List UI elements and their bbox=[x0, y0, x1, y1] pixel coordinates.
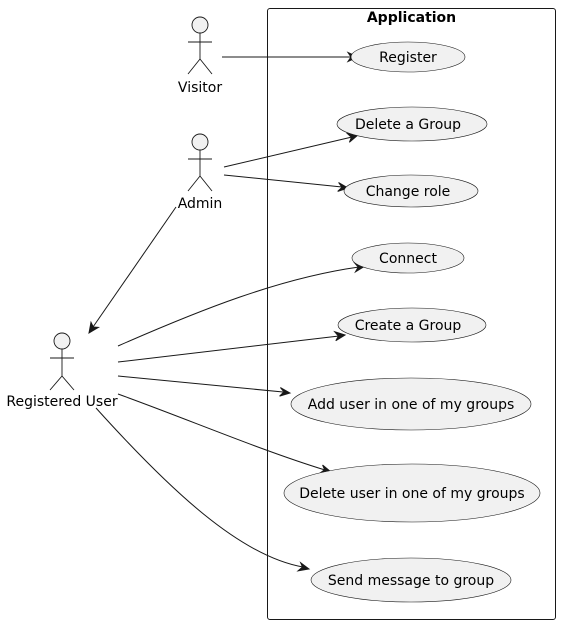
actor-registered-user[interactable]: Registered User bbox=[6, 332, 118, 410]
actor-registered-user-head bbox=[53, 332, 71, 350]
link-user-connect bbox=[117, 266, 360, 347]
actors: Visitor Admin Registered User bbox=[6, 16, 223, 410]
arrow-user-create-group bbox=[333, 330, 347, 342]
usecase-add-user-label: Add user in one of my groups bbox=[308, 397, 515, 413]
arrow-admin-change-role bbox=[337, 182, 350, 192]
actor-visitor[interactable]: Visitor bbox=[178, 16, 222, 96]
actor-admin-head bbox=[191, 133, 209, 151]
link-user-delete-user bbox=[117, 393, 326, 471]
actor-visitor-head bbox=[191, 16, 209, 34]
usecase-delete-user[interactable]: Delete user in one of my groups bbox=[283, 463, 541, 523]
usecase-register[interactable]: Register bbox=[350, 41, 466, 73]
usecase-change-role[interactable]: Change role bbox=[343, 174, 479, 208]
actor-admin-leg-right bbox=[199, 175, 213, 192]
link-user-send-message bbox=[95, 407, 304, 568]
arrow-user-send-message bbox=[296, 561, 311, 572]
link-user-add-user bbox=[117, 375, 284, 393]
usecase-delete-user-label: Delete user in one of my groups bbox=[299, 486, 524, 502]
link-admin-change-role bbox=[223, 174, 343, 188]
arrow-admin-registered-user bbox=[88, 320, 101, 334]
usecase-connect-label: Connect bbox=[379, 251, 437, 267]
usecase-register-label: Register bbox=[379, 50, 437, 66]
usecase-change-role-label: Change role bbox=[366, 184, 451, 200]
arrow-user-add-user bbox=[279, 387, 292, 397]
actor-registered-user-leg-left bbox=[49, 375, 63, 391]
usecase-delete-group-label: Delete a Group bbox=[355, 117, 461, 133]
link-admin-delete-group bbox=[223, 136, 353, 168]
actor-visitor-leg-left bbox=[187, 58, 201, 75]
actor-admin-label: Admin bbox=[178, 196, 223, 212]
usecase-delete-group[interactable]: Delete a Group bbox=[336, 106, 488, 142]
link-admin-registered-user bbox=[92, 206, 177, 328]
actor-registered-user-leg-right bbox=[61, 375, 75, 391]
actor-registered-user-label: Registered User bbox=[6, 394, 117, 410]
boundary-title: Application bbox=[367, 10, 456, 26]
usecase-create-group-label: Create a Group bbox=[355, 318, 462, 334]
usecase-connect[interactable]: Connect bbox=[351, 242, 465, 274]
usecase-create-group[interactable]: Create a Group bbox=[337, 307, 487, 343]
link-user-create-group bbox=[117, 335, 340, 363]
usecase-add-user[interactable]: Add user in one of my groups bbox=[290, 377, 532, 431]
actor-visitor-label: Visitor bbox=[178, 80, 222, 96]
usecase-send-message[interactable]: Send message to group bbox=[310, 557, 512, 603]
actor-visitor-leg-right bbox=[199, 58, 213, 75]
connectors bbox=[88, 51, 367, 572]
use-cases: Register Delete a Group Change role Conn… bbox=[283, 41, 541, 603]
actor-admin[interactable]: Admin bbox=[178, 133, 223, 212]
usecase-send-message-label: Send message to group bbox=[328, 573, 494, 589]
actor-admin-leg-left bbox=[187, 175, 201, 192]
